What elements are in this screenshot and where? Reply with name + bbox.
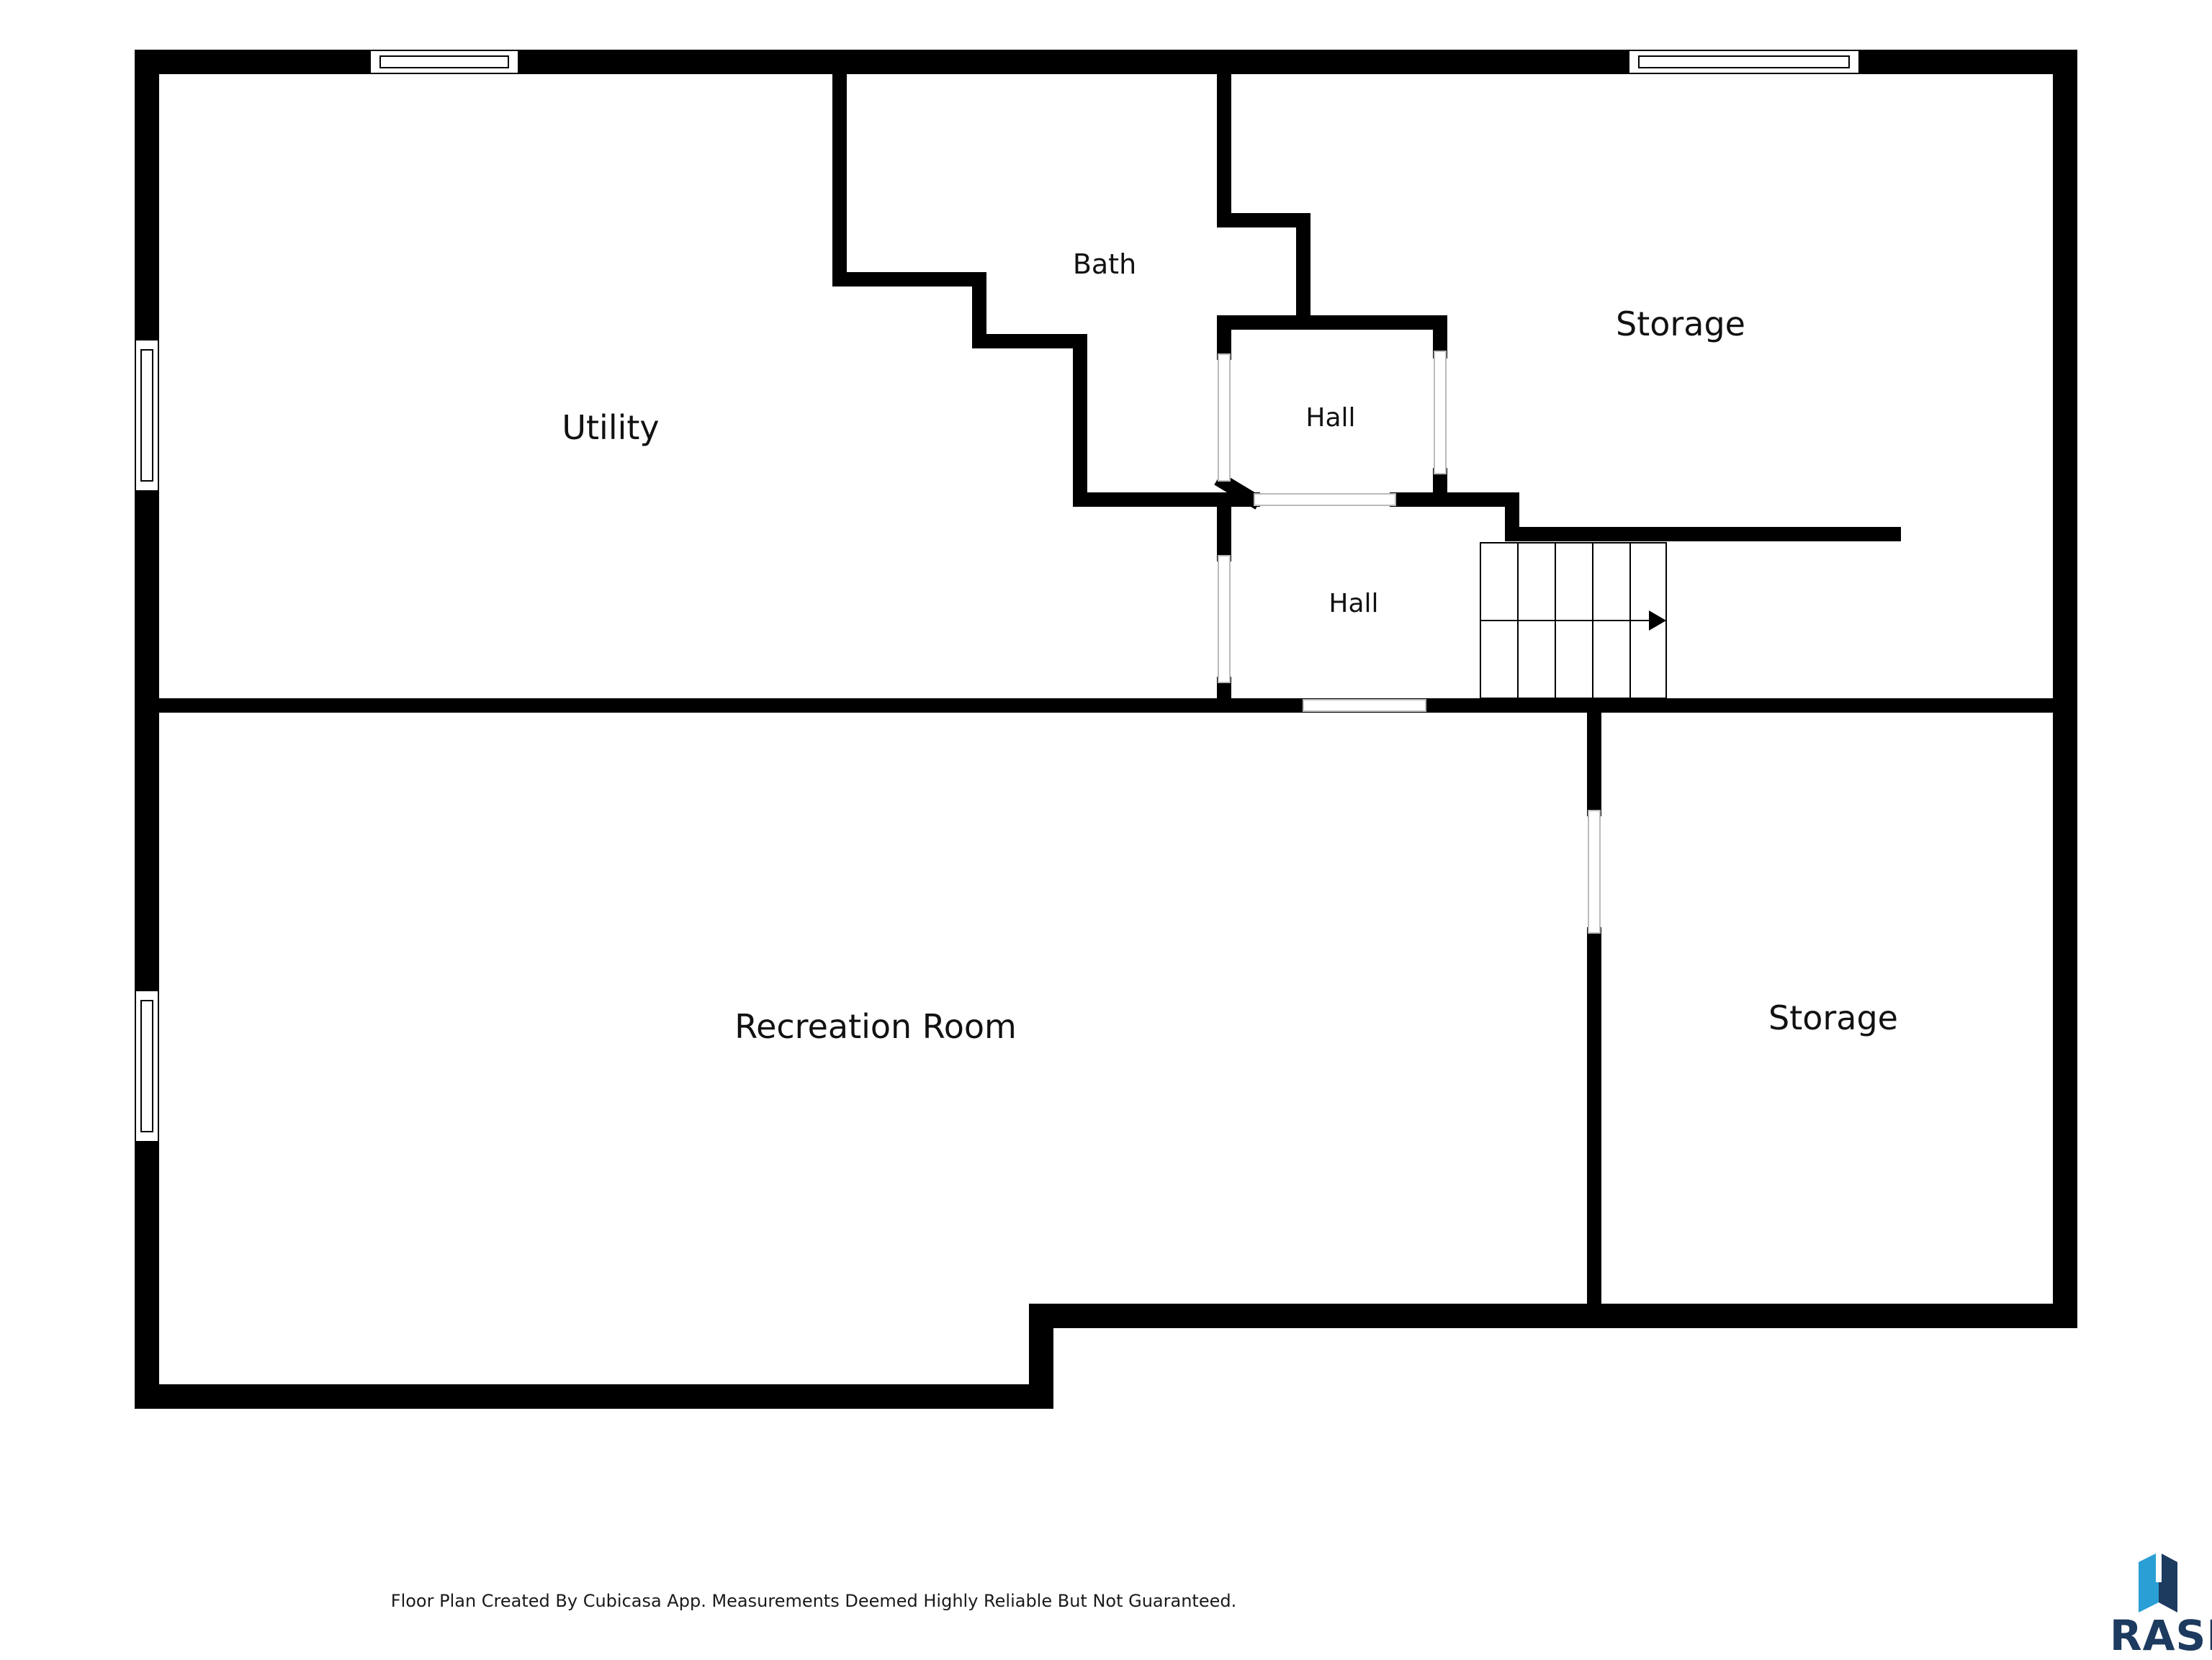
room-label-recreation: Recreation Room [734, 1007, 1017, 1046]
windows [135, 50, 1860, 1142]
door-hall-lower-bottom [1303, 699, 1426, 712]
walls [135, 50, 2077, 1409]
house-cube-logo-icon [2139, 1548, 2177, 1612]
room-label-bath: Bath [1073, 248, 1136, 280]
exterior-wall [135, 50, 2077, 1409]
room-label-storage-lower: Storage [1768, 998, 1898, 1037]
room-label-storage-upper: Storage [1616, 305, 1745, 343]
window-left-upper [135, 339, 159, 492]
bath-wall [832, 55, 1231, 507]
interior-walls [140, 55, 2072, 1323]
stairs-arrow-icon [1649, 610, 1666, 631]
door-hall-lower-left [1218, 555, 1231, 683]
hall-upper-right-lower [1433, 468, 1901, 541]
room-label-utility: Utility [562, 408, 659, 447]
hall-upper-wall [1217, 315, 1447, 358]
stairs [1480, 542, 1667, 699]
window-left-lower [135, 990, 159, 1142]
bath-right-wall [1217, 55, 1310, 330]
logo-text: RASE [2110, 1611, 2212, 1660]
window-top-left [369, 50, 519, 74]
door-storage-lower [1588, 810, 1601, 934]
room-label-hall-lower: Hall [1328, 589, 1378, 618]
door-hall-divider [1254, 493, 1396, 506]
floor-plan-disclaimer: Floor Plan Created By Cubicasa App. Meas… [390, 1591, 1237, 1611]
window-top-right [1628, 50, 1860, 74]
door-hall-upper-left [1218, 353, 1231, 482]
door-hall-upper-right [1434, 351, 1447, 474]
room-label-hall-upper: Hall [1305, 403, 1355, 433]
openings [1218, 351, 1601, 934]
